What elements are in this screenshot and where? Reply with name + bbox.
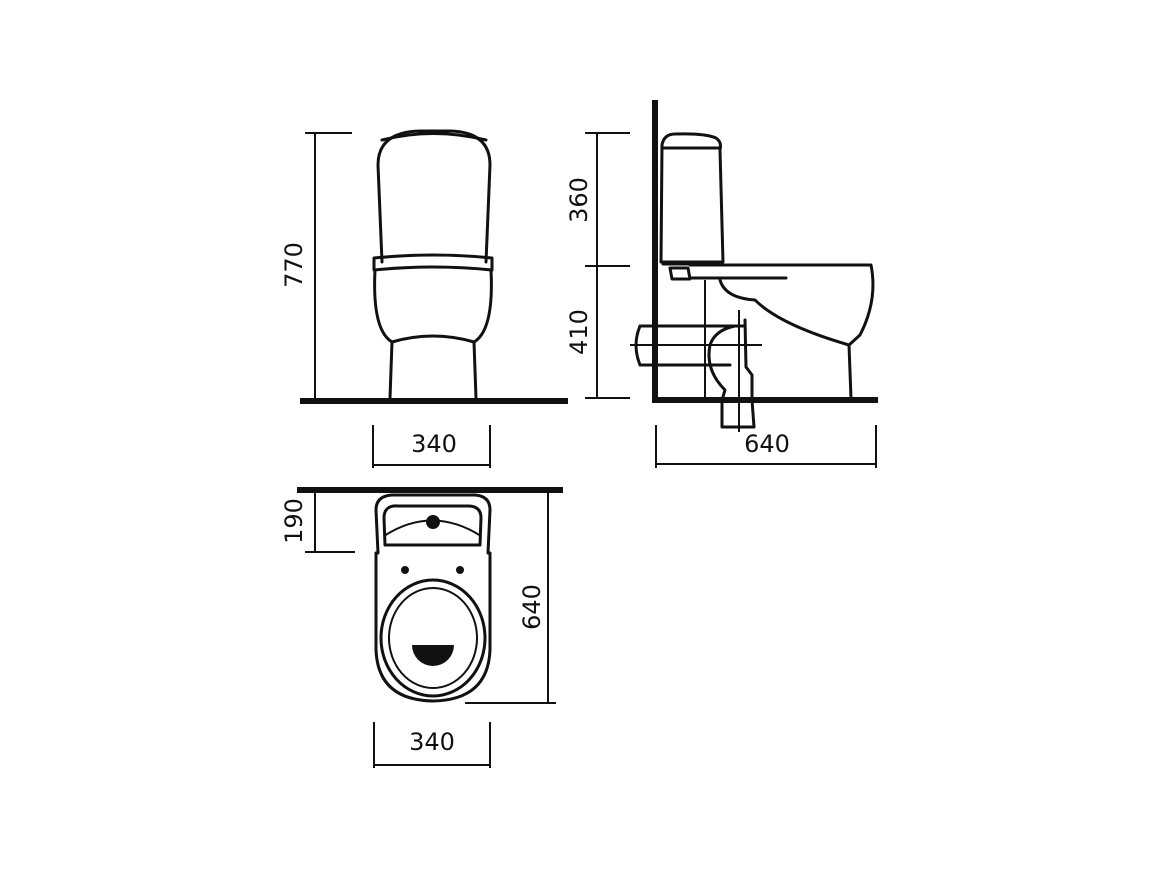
height-dimensions: 360 410 [565, 132, 630, 399]
dimension-label: 190 [280, 498, 308, 544]
front-view: 770 340 [280, 129, 568, 468]
dimension-label: 340 [411, 430, 457, 458]
tank-depth-dimension-190: 190 [280, 490, 355, 553]
height-dimension-770: 770 [280, 132, 352, 398]
depth-dimension-640: 640 [465, 490, 556, 704]
side-view: 360 410 640 [565, 100, 878, 468]
dimension-label: 640 [744, 430, 790, 458]
dimension-label: 640 [518, 584, 546, 630]
flush-button [426, 515, 440, 529]
toilet-top-outline [374, 493, 492, 703]
top-view: 190 640 340 [280, 487, 563, 768]
depth-dimension-640: 640 [655, 425, 877, 468]
dimension-label: 410 [565, 309, 593, 355]
dimension-label: 770 [280, 242, 308, 288]
toilet-front-outline [372, 129, 494, 400]
toilet-side-outline [630, 132, 875, 432]
dimension-label: 360 [565, 177, 593, 223]
drain-opening [412, 645, 454, 666]
dimension-label: 340 [409, 728, 455, 756]
width-dimension-340: 340 [373, 722, 491, 768]
width-dimension-340: 340 [372, 425, 491, 468]
